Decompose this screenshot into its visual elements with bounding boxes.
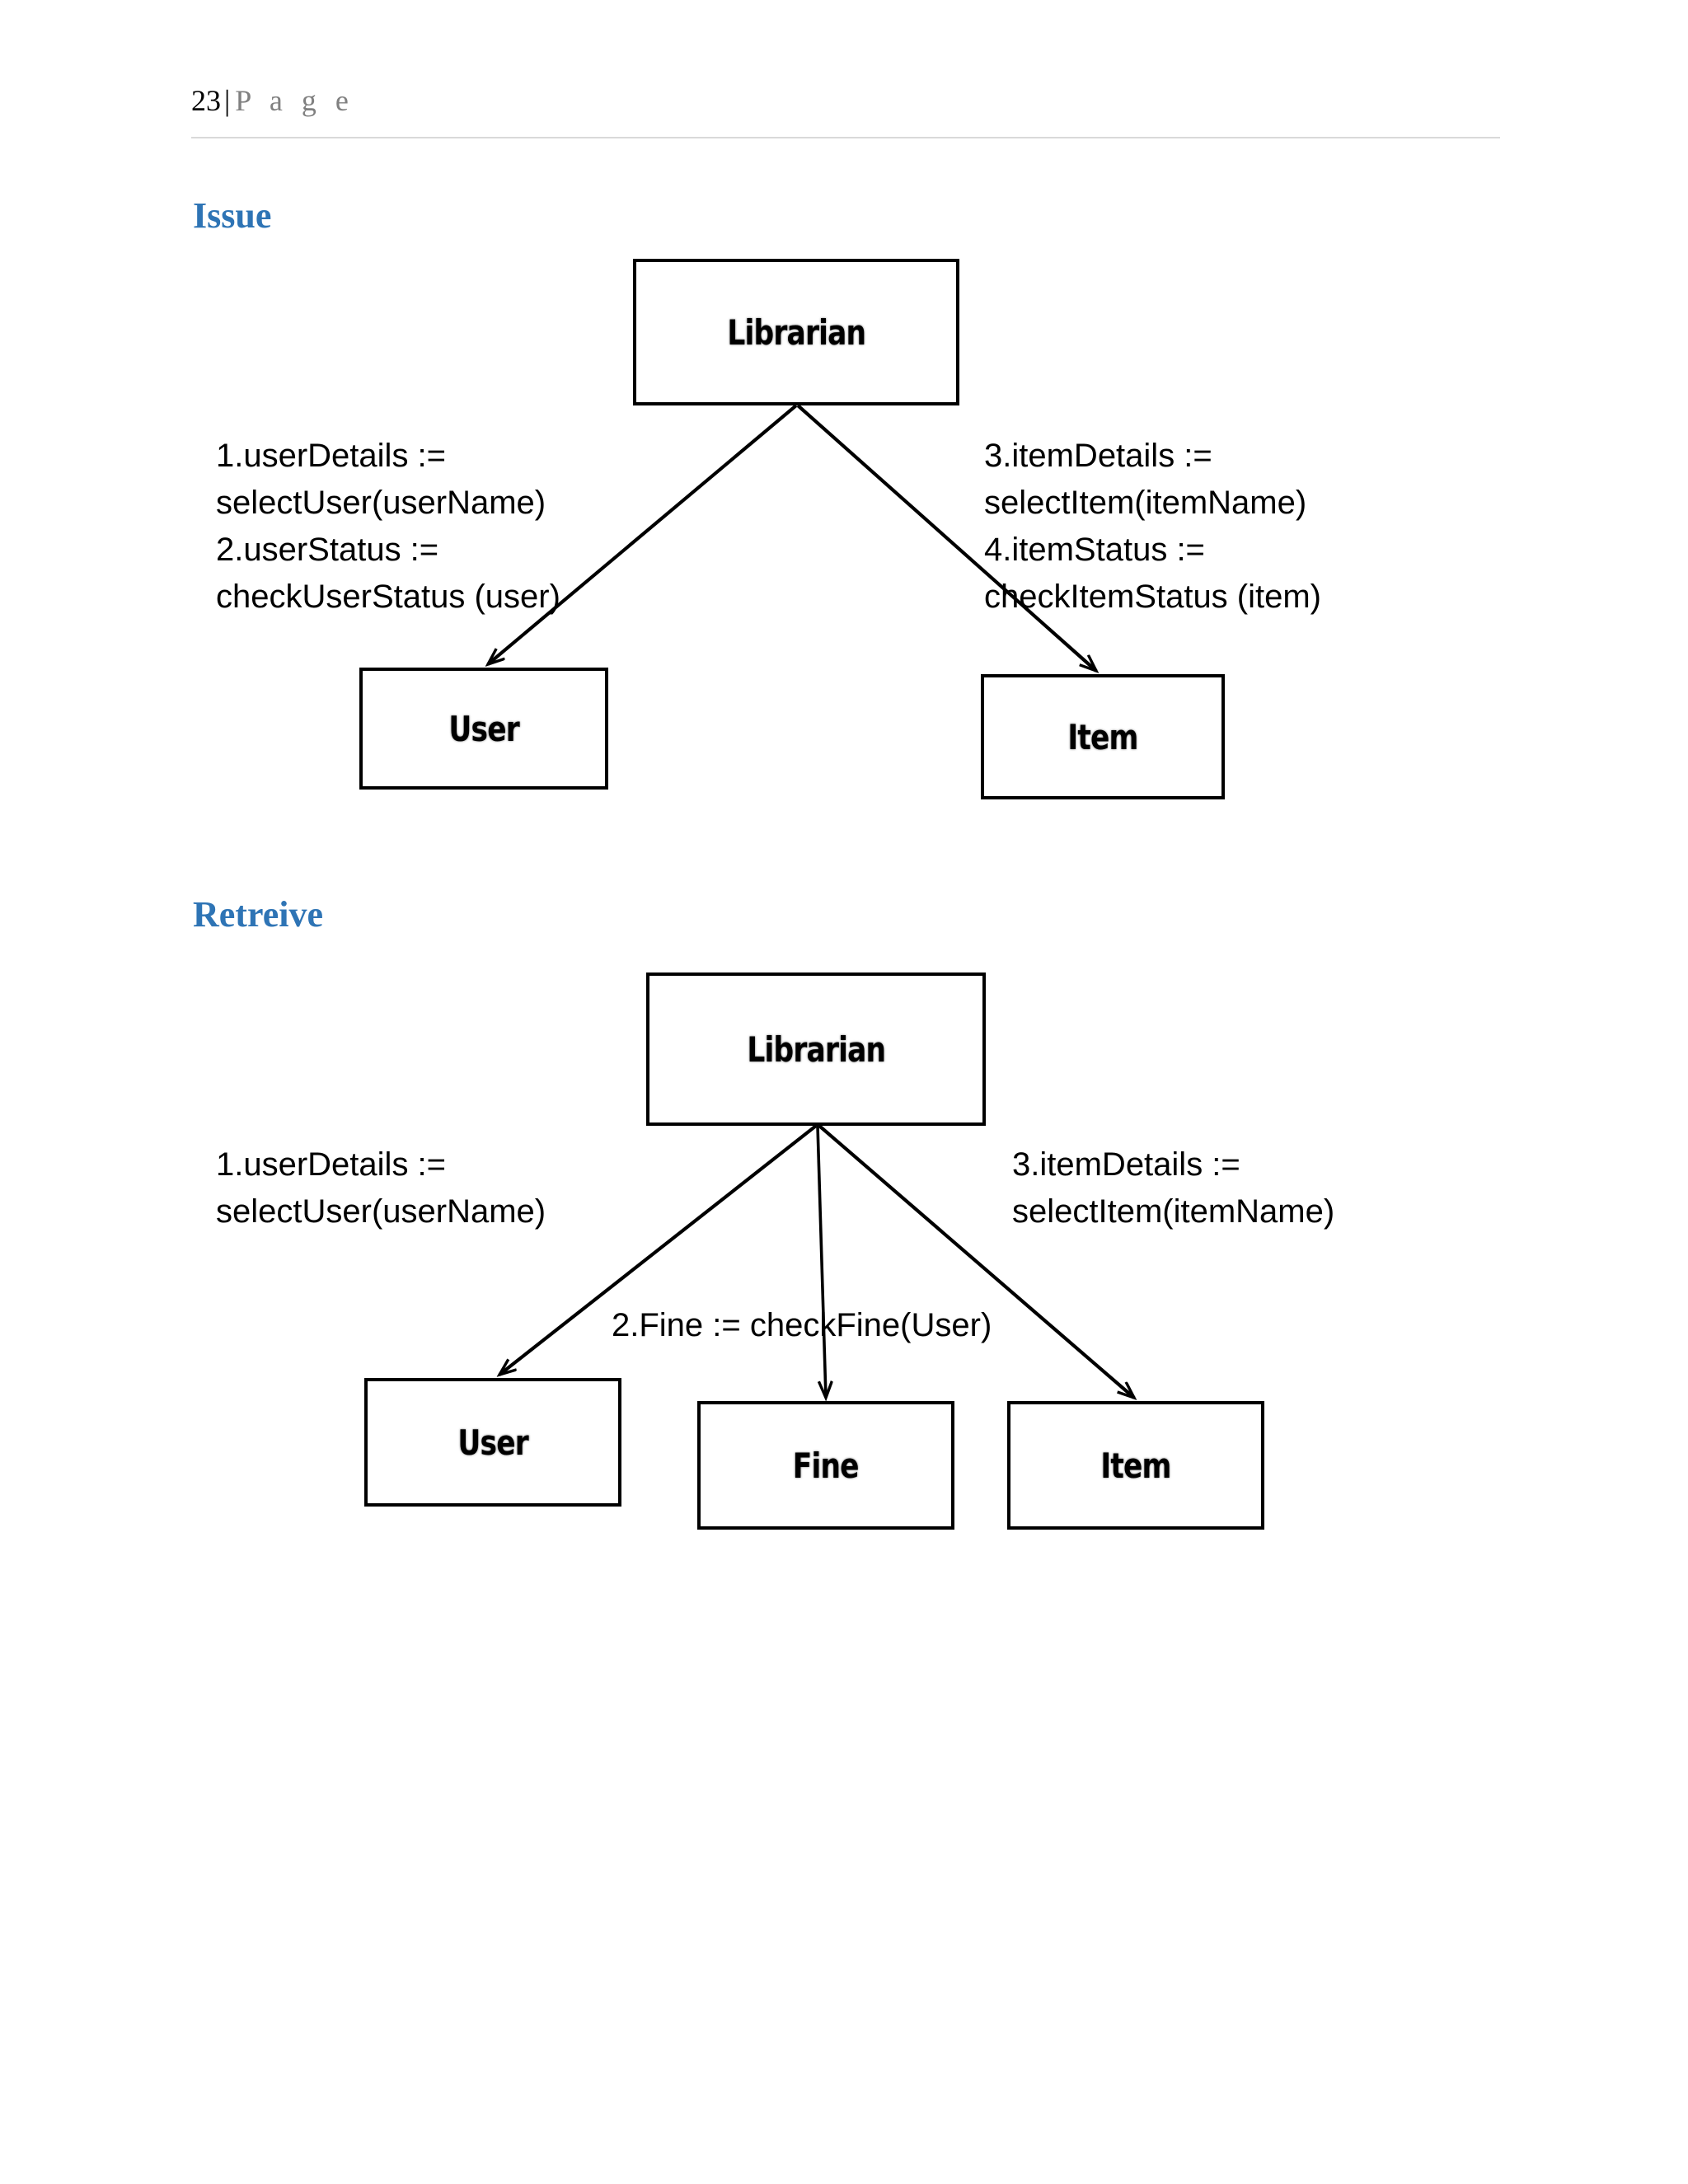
message-note-left-retreive: 1.userDetails := selectUser(userName): [216, 1146, 546, 1230]
message-note-right-issue: 3.itemDetails := selectItem(itemName) 4.…: [984, 438, 1322, 615]
page-header-word: P a g e: [235, 84, 354, 117]
message-note-right-retreive: 3.itemDetails := selectItem(itemName): [1012, 1146, 1335, 1230]
node-box-user-issue: User: [359, 668, 608, 790]
page-number: 23: [191, 84, 221, 117]
header-divider: [191, 137, 1500, 138]
node-label-item: Item: [1100, 1445, 1171, 1486]
node-box-librarian-issue: Librarian: [633, 259, 959, 405]
node-box-item-issue: Item: [981, 674, 1225, 799]
page-header: 23|P a g e: [191, 86, 354, 115]
edge-librarian-to-fine: [816, 1125, 826, 1398]
node-label-fine: Fine: [793, 1445, 860, 1486]
message-note-left-issue: 1.userDetails := selectUser(userName) 2.…: [216, 438, 560, 615]
node-box-fine-retreive: Fine: [697, 1401, 954, 1530]
node-label-librarian: Librarian: [747, 1029, 886, 1070]
section-heading-retreive: Retreive: [193, 894, 323, 935]
node-label-librarian: Librarian: [727, 312, 866, 353]
node-label-item: Item: [1067, 716, 1138, 757]
node-label-user: User: [448, 708, 519, 749]
node-box-librarian-retreive: Librarian: [646, 972, 986, 1126]
node-box-user-retreive: User: [364, 1378, 621, 1507]
section-heading-issue: Issue: [193, 195, 272, 236]
node-label-user: User: [457, 1422, 528, 1463]
message-note-mid-retreive: 2.Fine := checkFine(User): [612, 1307, 992, 1343]
page-header-separator: |: [224, 84, 231, 117]
node-box-item-retreive: Item: [1007, 1401, 1264, 1530]
